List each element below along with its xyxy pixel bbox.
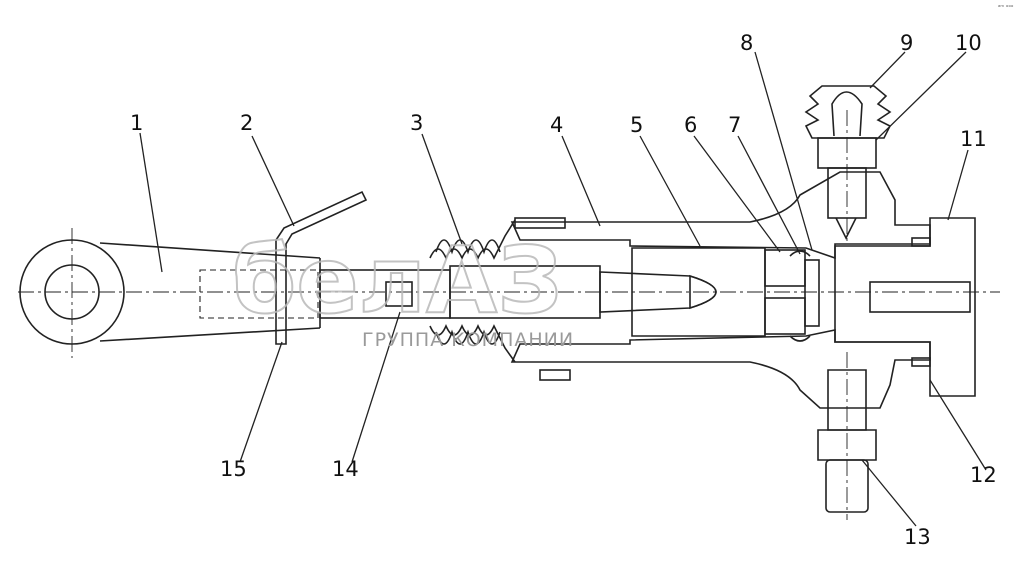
plug-part-11 xyxy=(834,217,976,397)
watermark-subtitle: ГРУППА КОМПАНИИ xyxy=(362,329,574,351)
watermark-logo: белАЗ ГРУППА КОМПАНИИ xyxy=(231,226,574,351)
callout-8: 8 xyxy=(740,31,753,55)
callout-9: 9 xyxy=(900,31,913,55)
callout-11: 11 xyxy=(960,127,987,151)
callout-3: 3 xyxy=(410,111,423,135)
boot-part-3 xyxy=(429,219,516,363)
watermark-logo-text: белАЗ xyxy=(232,227,563,334)
callout-7: 7 xyxy=(728,113,741,137)
callout-10: 10 xyxy=(955,31,982,55)
callout-2: 2 xyxy=(240,111,253,135)
piston-part-5 xyxy=(631,247,766,337)
eye-rod-part-1 xyxy=(19,228,321,358)
bleeder-valve-part-10 xyxy=(817,110,877,245)
callout-14: 14 xyxy=(332,457,359,481)
callout-5: 5 xyxy=(630,113,643,137)
callout-4: 4 xyxy=(550,113,563,137)
dust-cap-part-9 xyxy=(804,85,892,139)
callout-labels: 1 2 3 4 5 6 7 8 9 10 11 12 13 14 15 xyxy=(130,31,997,549)
cylinder-body-part-4 xyxy=(510,171,931,409)
callout-13: 13 xyxy=(904,525,931,549)
corner-mark: ᵃᵐ ᵒᵒᵒ xyxy=(998,4,1014,11)
washer-part-7 xyxy=(789,250,820,342)
fitting-part-13 xyxy=(817,352,877,520)
leader-lines xyxy=(139,51,987,527)
callout-6: 6 xyxy=(684,113,697,137)
callout-12: 12 xyxy=(970,463,997,487)
callout-1: 1 xyxy=(130,111,143,135)
callout-15: 15 xyxy=(220,457,247,481)
lock-clip-part-2 xyxy=(275,190,368,345)
